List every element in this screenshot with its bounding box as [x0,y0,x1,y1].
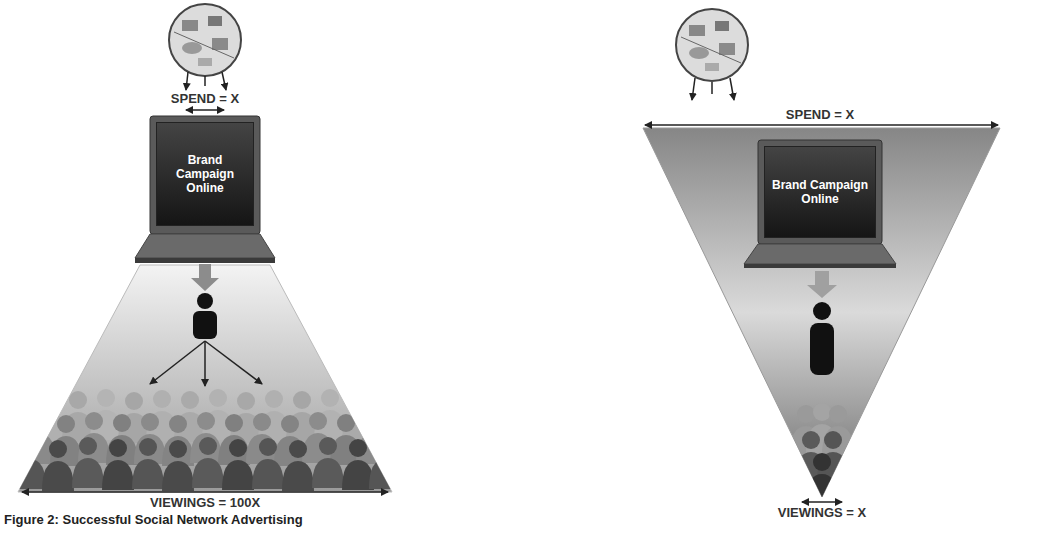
spend-width-arrow [645,124,998,126]
photo-thumb [198,58,212,66]
person-body [193,311,217,339]
crowd-figure [252,438,284,489]
viewings-width-arrow [22,491,388,493]
block-arrow [807,271,837,298]
laptop-lid [758,140,882,244]
crowd-figure [274,415,306,466]
laptop-edge [135,258,275,263]
person-head [197,293,213,309]
crowd-figure [102,439,134,490]
reach-triangle [643,128,1000,497]
social-globe [676,9,748,81]
scribble-line [174,32,234,58]
spend-label: SPEND = X [85,91,325,106]
laptop-screen: Brand Campaign Online [156,122,254,226]
photo-thumb [208,16,222,26]
photo-thumb [719,43,735,55]
photo-thumb [689,25,705,36]
figure-caption: Figure 2: Successful Social Network Adve… [4,512,303,527]
crowd-figure [14,438,46,489]
spend-arrow [186,72,188,90]
spend-arrow [222,72,226,90]
crowd-figure [822,405,854,456]
spend-arrow [730,78,734,100]
screen-text: Brand Campaign Online [161,153,249,195]
crowd-figure [369,438,401,489]
crowd-figure [312,437,344,488]
person-body [810,323,834,375]
crowd-figure [72,437,104,488]
crowd-figure [806,453,838,504]
viewings-label: VIEWINGS = 100X [85,495,325,510]
social-globe [169,4,241,76]
globe-circle [676,9,748,81]
share-arrow [150,341,205,384]
person-head [813,302,831,320]
crowd-figure [50,415,82,466]
reach-trapezoid [18,265,392,492]
crowd-figure [106,414,138,465]
share-arrow [204,341,206,386]
crowd-figure [246,413,278,464]
crowd-figure [192,437,224,488]
viewings-label: VIEWINGS = X [702,505,942,520]
photo-thumb [182,20,198,31]
photo-thumb [212,38,228,50]
crowd [14,389,401,491]
spend-width-arrow [186,109,224,111]
viewings-width-arrow [802,501,842,503]
crowd-figure [218,414,250,465]
photo-thumb [689,47,709,59]
photo-thumb [182,42,202,54]
crowd [790,403,854,504]
scribble-line [681,37,741,63]
crowd-figure [282,440,314,491]
spend-tick [204,76,206,86]
share-arrow [205,341,262,384]
laptop-screen: Brand Campaign Online [764,146,876,238]
crowd-figure [162,440,194,491]
crowd-figure [222,439,254,490]
crowd-figure [342,439,374,490]
laptop-edge [744,264,896,268]
photo-thumb [715,21,729,31]
crowd-figure [132,438,164,489]
block-arrow [191,264,219,291]
spend-label: SPEND = X [700,107,940,122]
spend-tick [711,82,713,94]
laptop-lid [150,116,260,234]
globe-circle [169,4,241,76]
photo-thumb [705,63,719,71]
crowd-figure [42,440,74,491]
crowd-figure [78,412,110,463]
laptop-base [744,244,896,264]
spend-arrow [692,78,695,100]
screen-text: Brand Campaign Online [769,178,871,206]
laptop-base [135,234,275,258]
